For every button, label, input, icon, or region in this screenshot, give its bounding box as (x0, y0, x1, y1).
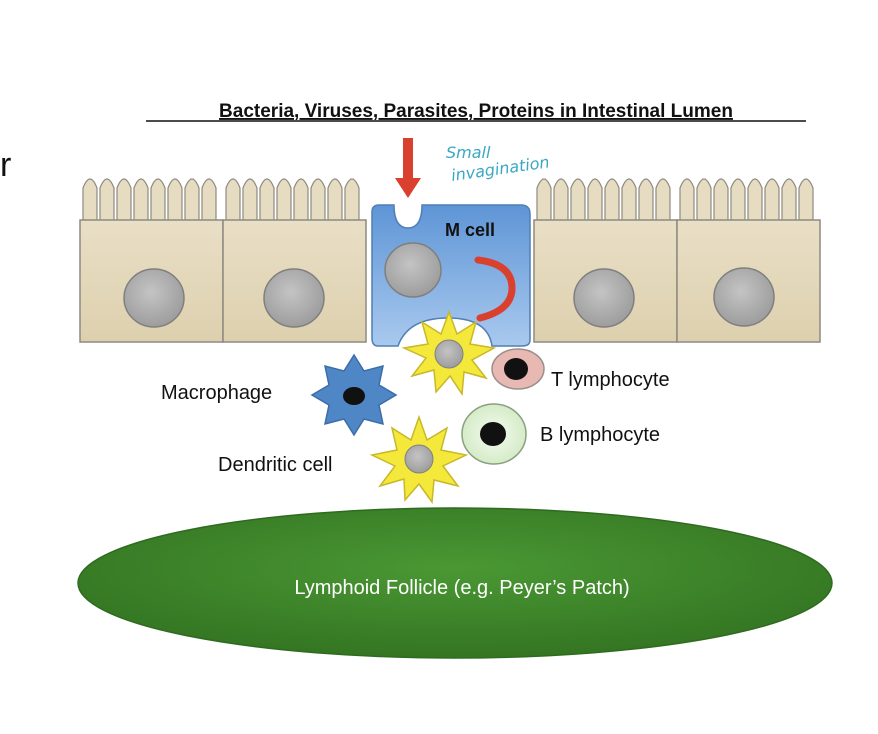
annotation-line-1: Small (446, 143, 491, 162)
microvilli (225, 178, 360, 223)
edge-text-fragment: r (0, 146, 12, 184)
t-lymphocyte (491, 348, 545, 390)
nucleus (573, 268, 635, 328)
m-cell-nucleus (384, 242, 442, 298)
microvilli (82, 178, 217, 223)
b-lymphocyte (461, 403, 527, 465)
m-cell-label: M cell (445, 220, 495, 240)
macrophage-nucleus (343, 387, 365, 405)
dendritic-cell-label: Dendritic cell (218, 454, 332, 476)
t-lymphocyte-label: T lymphocyte (551, 369, 670, 391)
b-lymphocyte-label: B lymphocyte (540, 424, 660, 446)
b-lymphocyte-nucleus (480, 422, 506, 446)
transport-curve-arrow (474, 256, 516, 322)
dendritic-cell-nucleus (404, 444, 434, 474)
nucleus (263, 268, 325, 328)
follicle-label: Lymphoid Follicle (e.g. Peyer’s Patch) (294, 577, 629, 599)
enterocyte-right-2 (676, 178, 821, 343)
t-lymphocyte-nucleus (504, 358, 528, 380)
macrophage-label: Macrophage (161, 382, 272, 404)
enterocyte-left-1 (79, 178, 224, 343)
microvilli (536, 178, 671, 223)
dendritic-nucleus (434, 339, 464, 369)
pocket-dendritic-cell (401, 309, 497, 397)
nucleus (713, 267, 775, 327)
lumen-label: Bacteria, Viruses, Parasites, Proteins i… (219, 101, 733, 122)
nucleus (123, 268, 185, 328)
macrophage (310, 353, 398, 437)
microvilli (679, 178, 814, 223)
m-cell: M cell (371, 204, 531, 347)
entry-arrow (395, 138, 421, 198)
enterocyte-left-2 (222, 178, 367, 343)
dendritic-cell (369, 414, 469, 505)
lymphoid-follicle: Lymphoid Follicle (e.g. Peyer’s Patch) (77, 507, 833, 659)
enterocyte-right-1 (533, 178, 678, 343)
